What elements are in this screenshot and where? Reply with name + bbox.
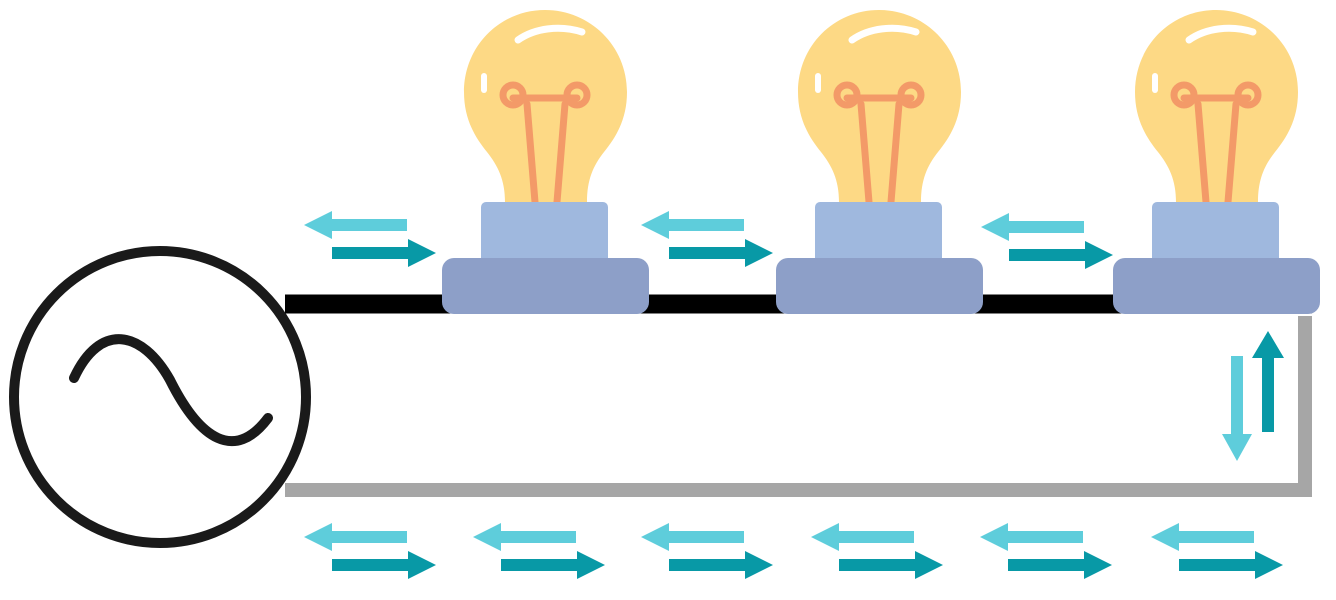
up-arrow-icon [1252, 331, 1284, 432]
light-bulb-2 [776, 10, 983, 314]
glass-highlight [848, 24, 920, 44]
arrow-pair-top-1 [304, 211, 436, 267]
arrow-pair-bottom-4 [811, 523, 943, 579]
filament-left-coil [499, 81, 527, 109]
left-arrow-icon [980, 523, 1083, 551]
right-arrow-icon [332, 239, 436, 267]
ac-source-icon [9, 246, 311, 548]
right-arrow-icon [1008, 551, 1112, 579]
return-wire [285, 316, 1312, 497]
filament-right-coil [1234, 81, 1262, 109]
socket-top [481, 202, 608, 264]
right-arrow-icon [839, 551, 943, 579]
sine-wave-icon [69, 334, 273, 447]
bulb-glass [1135, 10, 1298, 202]
left-arrow-icon [1151, 523, 1254, 551]
left-arrow-icon [304, 523, 407, 551]
left-arrow-icon [304, 211, 407, 239]
left-arrow-icon [811, 523, 914, 551]
bottom-current-arrows [304, 523, 1283, 579]
right-arrow-icon [669, 551, 773, 579]
left-arrow-icon [641, 523, 744, 551]
glass-highlight [1185, 24, 1257, 44]
right-arrow-icon [332, 551, 436, 579]
right-arrow-icon [669, 239, 773, 267]
socket-base [442, 258, 649, 314]
light-bulb-1 [442, 10, 649, 314]
left-arrow-icon [981, 213, 1084, 241]
arrow-pair-bottom-1 [304, 523, 436, 579]
socket-base [776, 258, 983, 314]
filament-left-coil [833, 81, 861, 109]
bulb-glass [464, 10, 627, 202]
right-arrow-icon [501, 551, 605, 579]
arrow-pair-top-2 [641, 211, 773, 267]
down-arrow-icon [1222, 356, 1252, 461]
filament-left-coil [1170, 81, 1198, 109]
left-arrow-icon [641, 211, 744, 239]
arrow-pair-top-3 [981, 213, 1113, 269]
bulb-glass [798, 10, 961, 202]
glass-highlight [514, 24, 586, 44]
arrow-pair-bottom-2 [473, 523, 605, 579]
right-arrow-icon [1179, 551, 1283, 579]
ac-source [9, 246, 311, 548]
socket-base [1113, 258, 1320, 314]
socket-top [1152, 202, 1279, 264]
left-arrow-icon [473, 523, 576, 551]
vertical-current-arrows [1222, 331, 1284, 461]
light-bulb-3 [1113, 10, 1320, 314]
arrow-pair-bottom-6 [1151, 523, 1283, 579]
right-arrow-icon [1009, 241, 1113, 269]
filament-right-coil [563, 81, 591, 109]
filament-right-coil [897, 81, 925, 109]
arrow-pair-bottom-5 [980, 523, 1112, 579]
arrow-pair-bottom-3 [641, 523, 773, 579]
wires [285, 294, 1312, 497]
top-current-arrows [304, 211, 1113, 269]
socket-top [815, 202, 942, 264]
